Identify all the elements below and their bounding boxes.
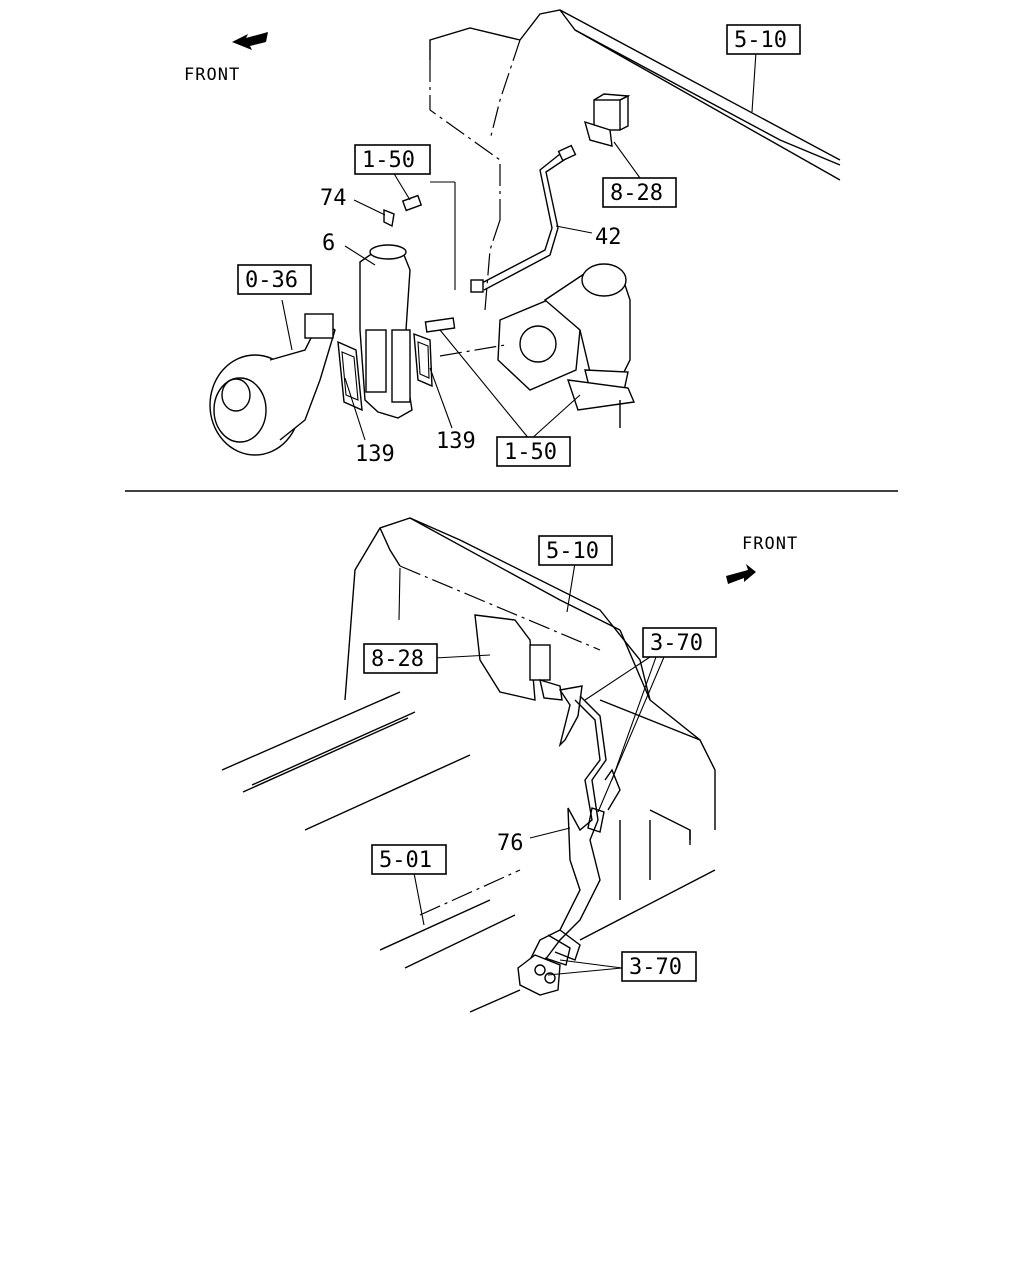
ref-box-5-10-top: 5-10 bbox=[734, 28, 787, 53]
pipe-42 bbox=[470, 144, 577, 293]
stud-bolt bbox=[424, 317, 456, 333]
fitting-74 bbox=[383, 194, 423, 228]
front-arrow-icon bbox=[232, 32, 268, 50]
ref-box-3-70-upper: 3-70 bbox=[650, 631, 703, 656]
side-rails bbox=[221, 691, 716, 1013]
gasket-right bbox=[413, 332, 433, 388]
exhaust-catalyst bbox=[497, 263, 636, 428]
ref-box-5-01: 5-01 bbox=[379, 848, 432, 873]
part-number-139-left: 139 bbox=[355, 442, 395, 467]
ref-box-1-50-upper: 1-50 bbox=[362, 148, 415, 173]
ref-box-8-28-top: 8-28 bbox=[610, 181, 663, 206]
part-number-139-right: 139 bbox=[436, 429, 476, 454]
part-number-74: 74 bbox=[320, 186, 347, 211]
part-number-76: 76 bbox=[497, 831, 524, 856]
ref-box-0-36: 0-36 bbox=[245, 268, 298, 293]
top-section: FRONT bbox=[184, 9, 841, 467]
sensor-bracket bbox=[474, 614, 583, 748]
sensor-8-28 bbox=[583, 93, 641, 179]
turbocharger bbox=[209, 299, 336, 456]
frame-rail-top bbox=[429, 9, 841, 311]
exhaust-adapter-6 bbox=[359, 244, 413, 419]
part-number-6: 6 bbox=[322, 231, 335, 256]
part-number-42: 42 bbox=[595, 225, 622, 250]
brake-lines bbox=[529, 695, 621, 966]
front-label-bottom: FRONT bbox=[742, 534, 798, 554]
cross-member-frame bbox=[344, 517, 716, 900]
ref-box-5-10-bottom: 5-10 bbox=[546, 539, 599, 564]
bottom-section: FRONT bbox=[221, 517, 798, 1013]
gasket-left bbox=[337, 340, 363, 412]
front-label-top: FRONT bbox=[184, 65, 240, 85]
junction-block bbox=[517, 954, 561, 996]
ref-box-3-70-lower: 3-70 bbox=[629, 955, 682, 980]
front-arrow-icon-bottom bbox=[726, 564, 756, 584]
ref-box-8-28-bottom: 8-28 bbox=[371, 647, 424, 672]
ref-box-1-50-lower: 1-50 bbox=[504, 440, 557, 465]
